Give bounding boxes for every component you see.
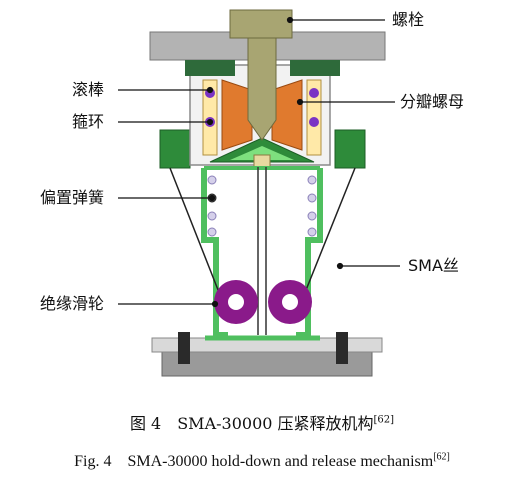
sma-wire-right: [301, 167, 356, 301]
sma-wire-left: [169, 167, 223, 301]
label-roller: 滚棒: [72, 80, 105, 99]
pulley-right-hole: [282, 294, 298, 310]
frame-right: [296, 168, 323, 338]
roller-right-bottom: [309, 117, 319, 127]
label-bias-spring: 偏置弹簧: [40, 188, 105, 207]
cone-inner: [230, 146, 294, 160]
left-mount-block: [159, 129, 191, 169]
screw-right: [336, 332, 348, 364]
screw-left: [178, 332, 190, 364]
left-flange: [185, 60, 235, 76]
roller-right-top: [309, 88, 319, 98]
caption-english: Fig. 4 SMA-30000 hold-down and release m…: [0, 447, 524, 471]
label-insulated-pulley: 绝缘滑轮: [40, 294, 105, 313]
split-nut-left: [221, 79, 253, 151]
right-flange: [290, 60, 340, 76]
plunger-cap: [253, 154, 271, 168]
bias-spring-right: [307, 175, 317, 237]
label-sma-wire: SMA丝: [408, 256, 459, 275]
mechanism-diagram: [118, 9, 400, 377]
caption-english-ref: [62]: [433, 451, 450, 463]
label-hoop: 箍环: [72, 112, 105, 131]
caption-chinese-text: 图 4 SMA-30000 压紧释放机构: [129, 414, 374, 433]
label-bolt: 螺栓: [392, 10, 425, 29]
caption-chinese: 图 4 SMA-30000 压紧释放机构[62]: [0, 410, 524, 434]
bias-spring-left: [207, 175, 217, 237]
right-mount-block: [334, 129, 366, 169]
caption-chinese-ref: [62]: [373, 414, 395, 426]
caption-english-text: Fig. 4 SMA-30000 hold-down and release m…: [74, 453, 434, 470]
pulley-left-hole: [228, 294, 244, 310]
split-nut-right: [271, 79, 303, 151]
label-split-nut: 分瓣螺母: [400, 92, 465, 111]
bolt-head: [229, 9, 293, 39]
bolt-shank: [247, 37, 277, 141]
frame-left: [201, 168, 228, 338]
